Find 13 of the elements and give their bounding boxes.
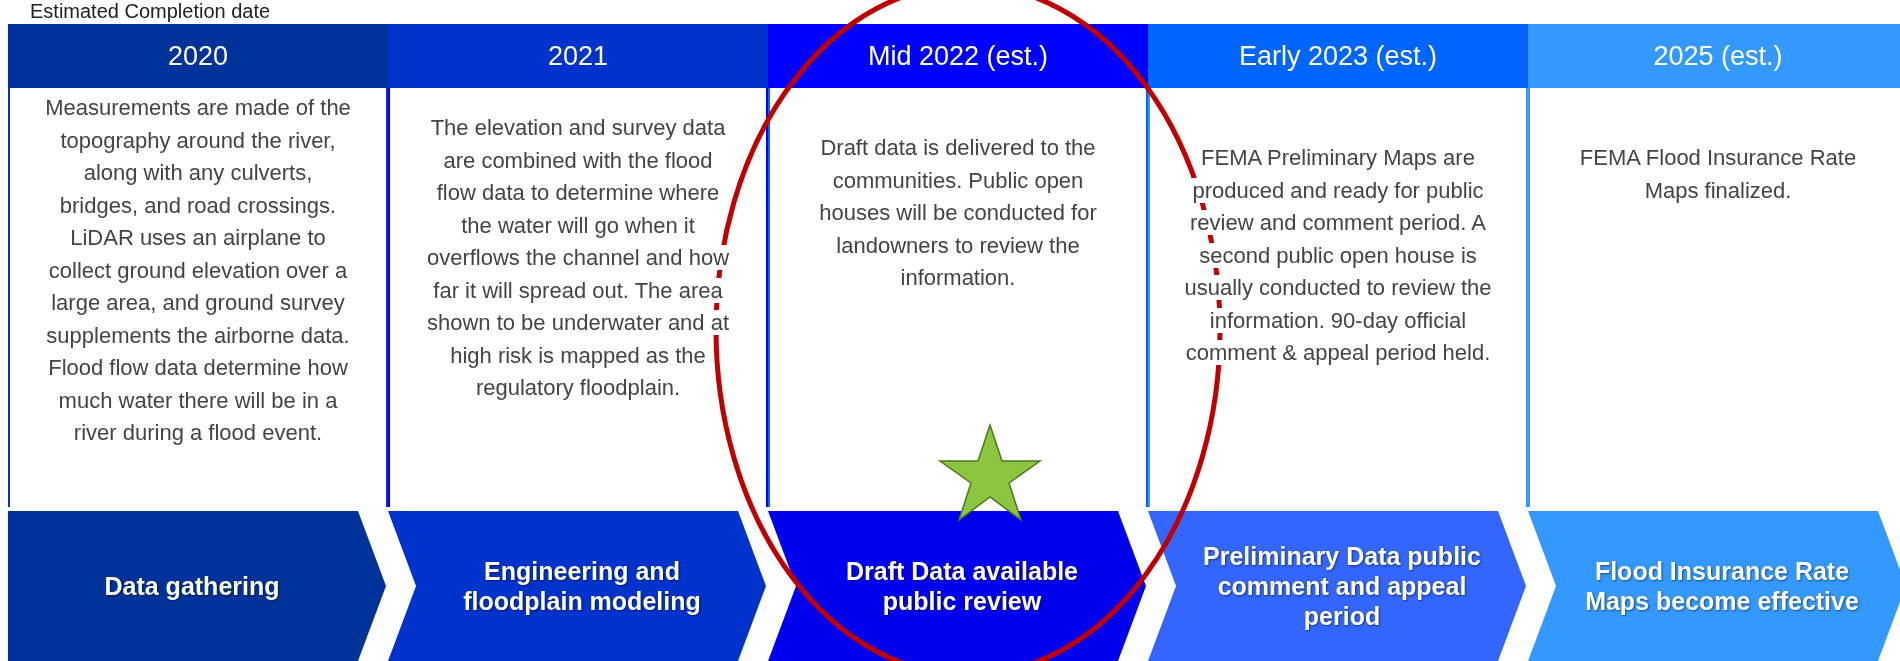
- year-header: 2025 (est.): [1528, 24, 1900, 88]
- stage-label: Flood Insurance Rate Maps become effective: [1584, 556, 1860, 616]
- title: Estimated Completion date: [30, 0, 271, 22]
- year-header: 2020: [8, 24, 388, 88]
- year-header: 2021: [388, 24, 768, 88]
- year-header: Early 2023 (est.): [1148, 24, 1528, 88]
- stage-label: Data gathering: [103, 571, 281, 601]
- chevron-stage: [1528, 511, 1900, 661]
- stage-label: Engineering and floodplain modeling: [462, 556, 702, 616]
- stage-label: Draft Data available public review: [844, 556, 1079, 616]
- chevron-stage: [8, 511, 386, 661]
- year-header: Mid 2022 (est.): [768, 24, 1148, 88]
- stage-label: Preliminary Data public comment and appeal period: [1202, 541, 1482, 631]
